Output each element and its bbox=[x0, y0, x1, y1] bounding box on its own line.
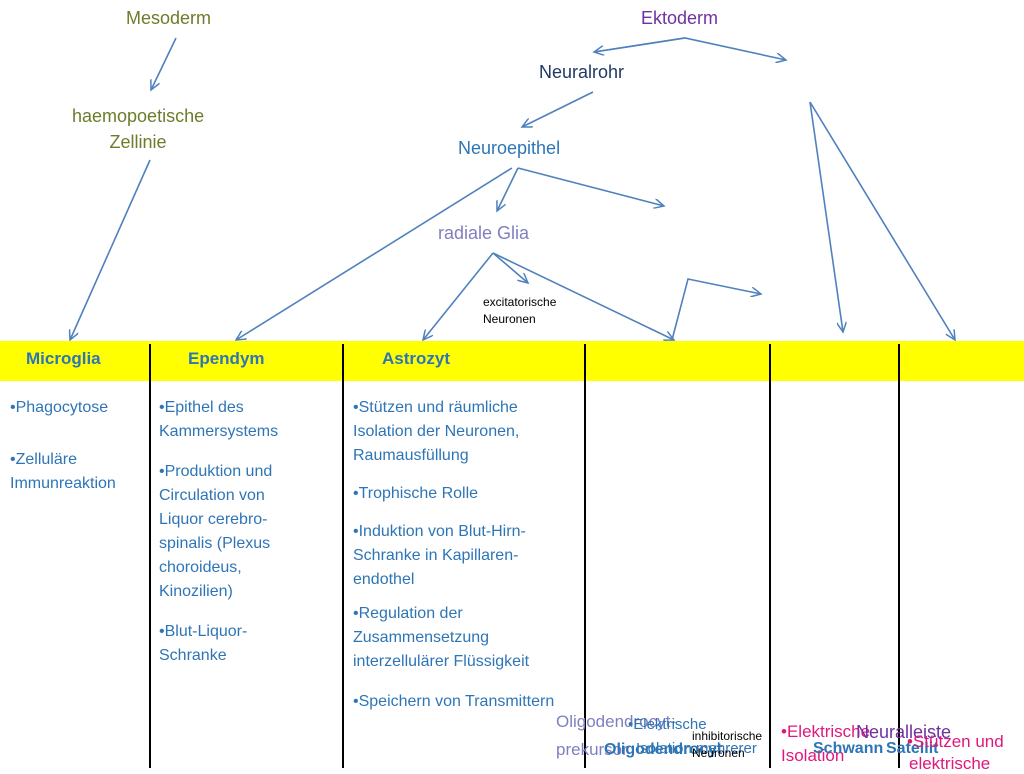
haemo-line1: haemopoetische bbox=[72, 106, 205, 126]
isolation-b-text: Isolation bbox=[781, 746, 845, 765]
bullet-item: •Speichern von Transmittern bbox=[353, 693, 555, 710]
neuralrohr-label: Neuralrohr bbox=[539, 62, 625, 82]
header-band bbox=[0, 341, 1024, 381]
satellit-header: Satellit bbox=[886, 740, 939, 757]
bullet-item: •Zelluläre Immunreaktion bbox=[10, 451, 116, 492]
neuralleiste-label: Neuralleiste bbox=[856, 722, 952, 742]
bullet-item: •Trophische Rolle bbox=[353, 485, 479, 502]
haemopoetische-label: haemopoetische Zellinie bbox=[72, 103, 204, 155]
haemo-line2: Zellinie bbox=[109, 132, 167, 152]
oligodendrocyt-header: Oligodendrocyt bbox=[604, 741, 723, 758]
bullet-item: •Regulation der Zusammensetzung interzel… bbox=[353, 605, 530, 670]
arrow-neuroepithel-right bbox=[517, 167, 664, 206]
bullet-item: •Blut-Liquor-Schranke bbox=[159, 623, 248, 664]
arrow-ekt-schwann bbox=[809, 101, 843, 332]
ektoderm-label: Ektoderm bbox=[641, 8, 719, 28]
inhib-line2: Neuronen bbox=[692, 746, 745, 760]
arrow-radiale-astrozyt bbox=[423, 252, 494, 340]
astrozyt-bullets: •Stützen und räumliche Isolation der Neu… bbox=[353, 396, 581, 714]
mesoderm-label: Mesoderm bbox=[126, 8, 212, 28]
bullet-item: •Produktion und Circulation von Liquor c… bbox=[159, 463, 273, 600]
ependym-bullets: •Epithel des Kammersystems •Produktion u… bbox=[159, 396, 339, 668]
arrow-zigzag bbox=[671, 278, 761, 341]
bullet-item: •Stützen und räumliche Isolation der Neu… bbox=[353, 399, 520, 464]
radiale-glia-label: radiale Glia bbox=[438, 223, 530, 243]
header-microglia: Microglia bbox=[26, 349, 101, 368]
header-astrozyt: Astrozyt bbox=[382, 349, 451, 368]
arrow-neuroepithel-radiale bbox=[497, 167, 519, 211]
elektrische-c-text: elektrische bbox=[909, 754, 991, 773]
inhib-line1: inhibitorische bbox=[692, 729, 763, 743]
column-divider bbox=[898, 344, 900, 768]
arrow-neuralrohr-neuroepithel bbox=[522, 91, 594, 127]
excit-line1: excitatorische bbox=[483, 295, 557, 309]
arrow-radiale-excit bbox=[492, 252, 528, 283]
bullet-item: •Induktion von Blut-Hirn-Schranke in Kap… bbox=[353, 523, 526, 588]
schwann-header: Schwann bbox=[813, 740, 884, 757]
inhibitorische-label: inhibitorische Neuronen bbox=[692, 728, 762, 762]
neuroepithel-label: Neuroepithel bbox=[458, 138, 561, 158]
arrow-ekt-satellit bbox=[809, 101, 955, 340]
header-ependym: Ependym bbox=[188, 349, 265, 368]
column-divider bbox=[342, 344, 344, 768]
arrow-neuroepithel-ependym bbox=[236, 167, 513, 340]
elektrische-b-text: •Elektrische bbox=[781, 722, 871, 741]
arrow-radiale-oligo bbox=[492, 252, 674, 340]
arrow-haemo-microglia bbox=[70, 159, 151, 340]
bullet-item: •Phagocytose bbox=[10, 399, 109, 416]
stuetzen-text: •Stützen und bbox=[907, 732, 1004, 751]
isolation-a-text: Isolation mehrerer bbox=[636, 740, 757, 757]
elektrische-a-text: •Elektrische bbox=[628, 716, 707, 733]
column-divider bbox=[584, 344, 586, 768]
oligo-prekursor-text2: prekursor bbox=[556, 740, 628, 759]
excit-line2: Neuronen bbox=[483, 312, 536, 326]
excitatorische-label: excitatorische Neuronen bbox=[483, 294, 556, 328]
column-divider bbox=[149, 344, 151, 768]
bullet-item: •Epithel des Kammersystems bbox=[159, 399, 279, 440]
arrow-ektoderm-split bbox=[593, 37, 786, 60]
column-divider bbox=[769, 344, 771, 768]
microglia-bullets: •Phagocytose •Zelluläre Immunreaktion bbox=[10, 396, 146, 496]
oligo-prekursor-text: Oligodendrocyt- bbox=[556, 712, 677, 731]
arrow-mesoderm-haemo bbox=[151, 37, 177, 90]
